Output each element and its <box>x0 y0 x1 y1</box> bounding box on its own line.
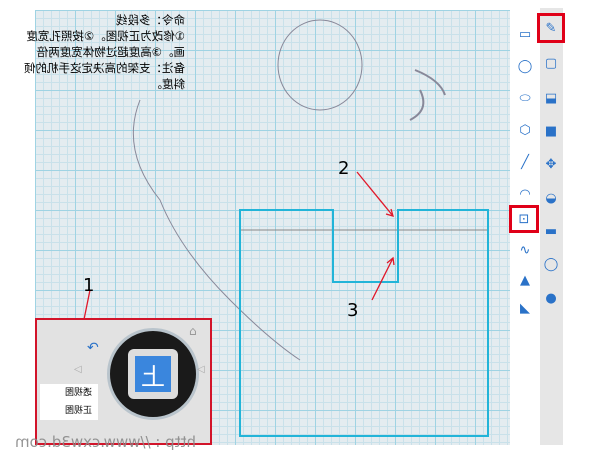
plane-icon[interactable]: ▢ <box>544 55 558 71</box>
circle-icon[interactable]: ◯ <box>517 58 533 74</box>
note-line: 斜度。 <box>150 77 186 91</box>
arc-icon[interactable]: ◠ <box>519 186 531 202</box>
phone-outline-circle <box>277 19 363 111</box>
project-icon[interactable]: ◣ <box>520 300 530 316</box>
rotate-left-icon[interactable]: ◁ <box>74 364 82 375</box>
transform-icon[interactable]: ✥ <box>545 156 557 172</box>
sketch-icon[interactable]: ✎ <box>537 13 565 43</box>
extrude-icon[interactable]: ⬓ <box>544 90 558 106</box>
instruction-note: 命令：多段线 ①修改为正视图。②按照孔宽度 画。③高度超过物体宽度两倍 备注：支… <box>20 12 185 92</box>
phone-outline-2 <box>409 69 446 121</box>
line-icon[interactable]: ╱ <box>521 154 529 170</box>
callout-3: 3 <box>347 300 359 321</box>
box-icon[interactable]: ■ <box>544 123 558 139</box>
undo-view-icon[interactable]: ↶ <box>87 340 99 356</box>
material-icon[interactable]: ● <box>545 290 557 306</box>
view-cube[interactable]: 上 <box>128 349 178 399</box>
home-icon[interactable]: ⌂ <box>189 324 197 338</box>
sketch-toolbar: ▭ ◯ ⬭ ⬡ ╱ ◠ ⊡ ∿ ▲ ◣ <box>509 8 541 318</box>
rotate-right-icon[interactable]: ◁ <box>197 364 205 375</box>
spline-icon[interactable]: ∿ <box>519 242 531 258</box>
main-toolbar: ✎ ▢ ⬓ ■ ✥ ◒ ▬ ◯ ● <box>537 8 565 445</box>
view-navigator-panel: 上 ↶ ⌂ ◁ ◁ 透视图 正视图 <box>35 318 212 445</box>
polygon-icon[interactable]: ⬡ <box>519 122 531 138</box>
callout-1: 1 <box>83 275 95 296</box>
note-line: ①修改为正视图。②按照孔宽度 <box>26 29 185 43</box>
phone-outline <box>132 99 301 361</box>
polyline-icon[interactable]: ⊡ <box>509 205 539 233</box>
view-cube-dial[interactable]: 上 <box>107 328 199 420</box>
callout-2: 2 <box>338 158 350 179</box>
polyline-shape <box>239 209 489 437</box>
view-mode-menu: 透视图 正视图 <box>40 384 98 420</box>
menu-item-ortho[interactable]: 正视图 <box>64 406 92 416</box>
combine-icon[interactable]: ◒ <box>545 190 557 206</box>
sphere-outline-icon[interactable]: ◯ <box>543 256 559 272</box>
note-line: 备注：支架的高决定这手机的倾 <box>24 61 185 75</box>
watermark: http : //www.cxw3d.com <box>15 433 196 451</box>
view-cube-face[interactable]: 上 <box>135 356 171 392</box>
note-line: 画。③高度超过物体宽度两倍 <box>36 45 185 59</box>
ellipse-icon[interactable]: ⬭ <box>519 90 531 106</box>
menu-item-perspective[interactable]: 透视图 <box>64 388 92 398</box>
text-icon[interactable]: ▲ <box>520 272 530 288</box>
measure-icon[interactable]: ▬ <box>544 223 558 239</box>
rectangle-icon[interactable]: ▭ <box>518 26 532 42</box>
note-line: 命令：多段线 <box>116 13 185 27</box>
